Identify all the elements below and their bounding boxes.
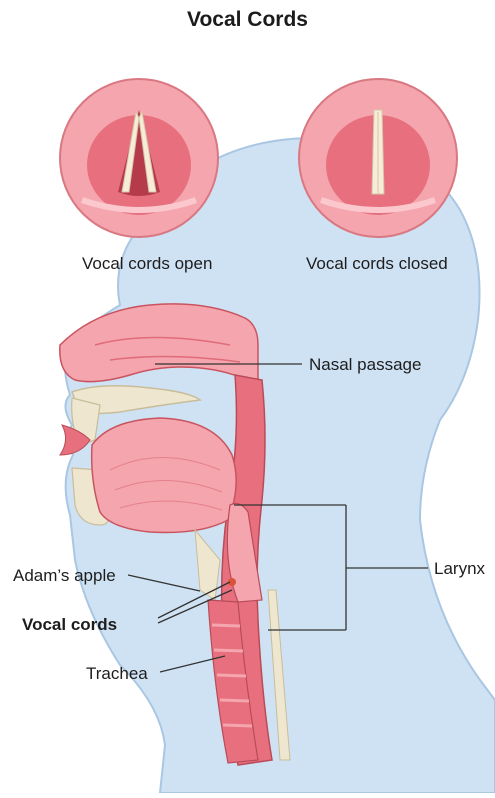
label-nasal-passage: Nasal passage xyxy=(309,356,421,373)
cords-closed-view xyxy=(299,79,457,237)
tongue xyxy=(92,418,237,533)
label-trachea: Trachea xyxy=(86,665,148,682)
label-vocal-cords-open: Vocal cords open xyxy=(82,255,212,272)
label-vocal-cords-closed: Vocal cords closed xyxy=(306,255,448,272)
label-larynx: Larynx xyxy=(434,560,485,577)
diagram-title: Vocal Cords xyxy=(0,9,495,30)
cords-open-view xyxy=(60,79,218,237)
label-adams-apple: Adam’s apple xyxy=(13,567,116,584)
label-vocal-cords: Vocal cords xyxy=(22,616,117,633)
